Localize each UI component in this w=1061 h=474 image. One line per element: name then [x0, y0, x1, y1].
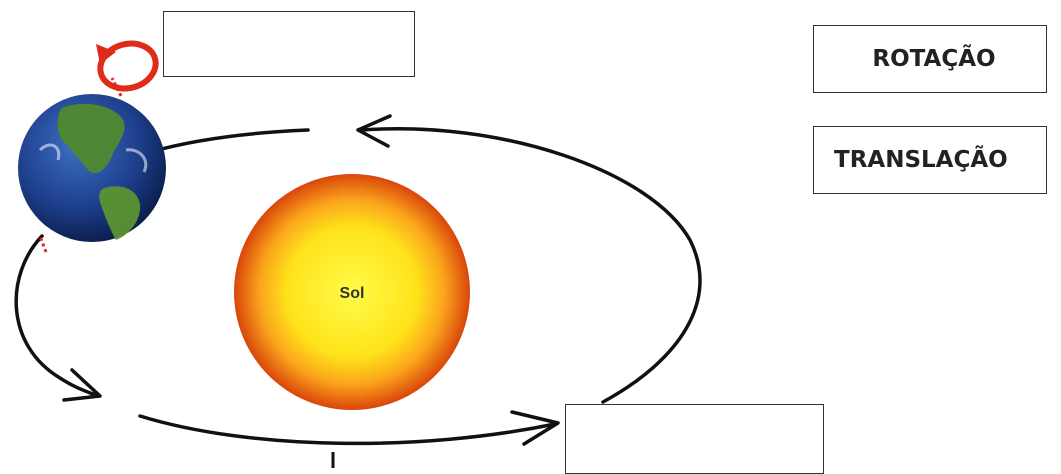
blank-answer-box-bottom[interactable] [565, 404, 824, 474]
blank-answer-box-top[interactable] [163, 11, 415, 77]
orbit-arrowhead-left [62, 368, 102, 402]
orbit-left [14, 234, 100, 398]
orbit-arrowhead-top [356, 114, 392, 148]
orbit-bottom [138, 414, 557, 446]
translation-label: TRANSLAÇÃO [834, 147, 1008, 173]
earth-icon [18, 94, 166, 242]
sun-label: Sol [340, 285, 365, 302]
orbit-arrowhead-bottom [510, 410, 560, 446]
rotation-label: ROTAÇÃO [872, 46, 996, 72]
rotation-label-box[interactable]: ROTAÇÃO [813, 25, 1047, 93]
sun-icon: Sol [234, 174, 470, 410]
orbit-top-right [360, 127, 702, 404]
orbit-top-left [148, 128, 310, 154]
translation-label-box[interactable]: TRANSLAÇÃO [813, 126, 1047, 194]
rotation-arrow-icon [38, 40, 159, 253]
